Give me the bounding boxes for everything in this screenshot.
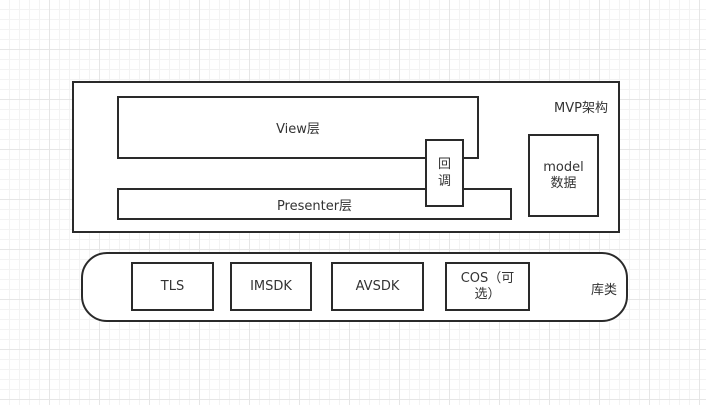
- callback-box: 回 调: [425, 139, 464, 207]
- library-avsdk-box: AVSDK: [331, 262, 424, 311]
- library-imsdk-label: IMSDK: [250, 278, 292, 294]
- library-cos-box: COS（可选）: [445, 262, 530, 311]
- callback-label-line2: 调: [437, 174, 451, 189]
- library-title: 库类: [591, 283, 618, 298]
- model-label-line1: model: [543, 159, 584, 175]
- presenter-layer-label: Presenter层: [276, 198, 353, 214]
- callback-label-line1: 回: [437, 157, 451, 172]
- view-layer-box: View层: [117, 96, 479, 159]
- library-cos-label: COS（可选）: [460, 270, 515, 302]
- model-data-box: model 数据: [528, 134, 599, 217]
- view-layer-label: View层: [276, 122, 320, 137]
- library-imsdk-box: IMSDK: [230, 262, 312, 311]
- mvp-architecture-title: MVP架构: [554, 101, 608, 116]
- library-tls-box: TLS: [131, 262, 214, 311]
- model-label-line2: 数据: [550, 175, 577, 191]
- library-tls-label: TLS: [160, 278, 185, 294]
- library-avsdk-label: AVSDK: [355, 278, 400, 294]
